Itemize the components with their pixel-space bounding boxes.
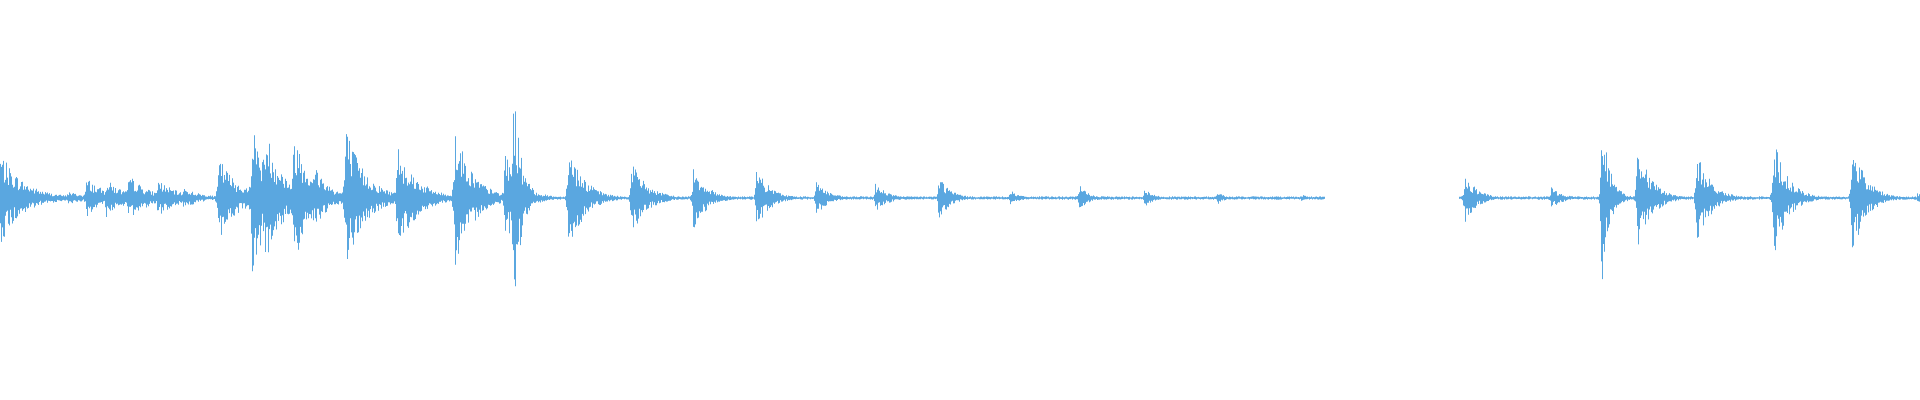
waveform-trace xyxy=(0,111,1920,287)
